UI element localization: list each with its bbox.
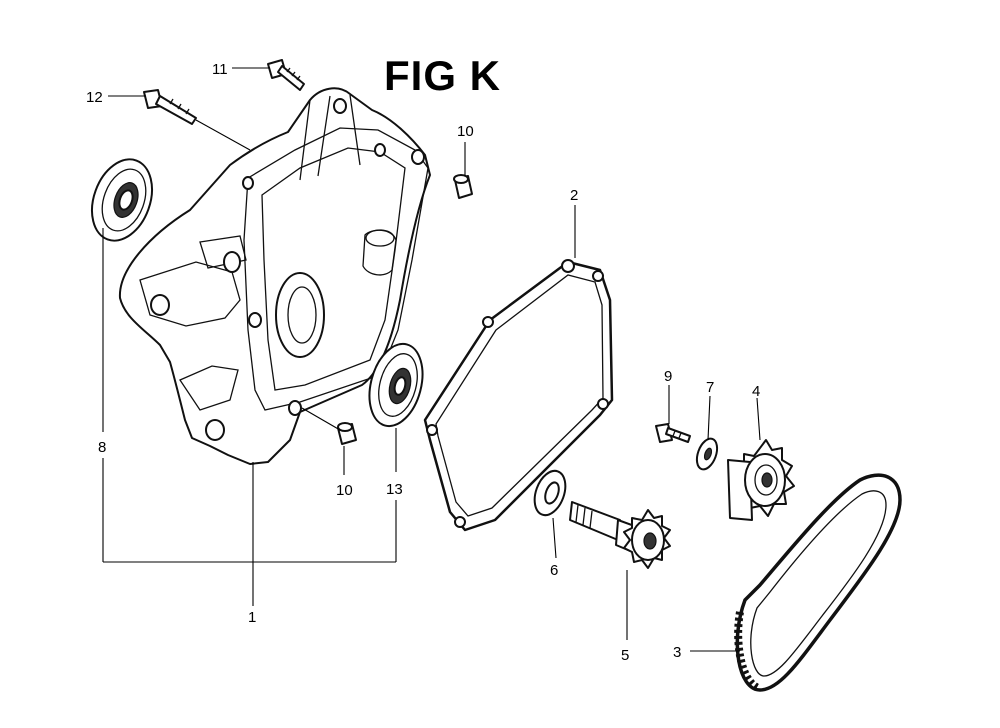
chain-3 <box>734 473 902 692</box>
dowel-pin-10-top <box>453 174 473 199</box>
washer-6 <box>533 469 567 517</box>
callout-9: 9 <box>664 368 672 385</box>
bolt-12 <box>143 89 197 125</box>
callout-labels: 1 2 3 4 5 6 7 8 9 10 10 11 12 13 <box>86 61 760 664</box>
figure-title: FIG K <box>384 52 501 99</box>
callout-10-bottom: 10 <box>336 482 353 499</box>
callout-10-top: 10 <box>457 123 474 140</box>
callout-3: 3 <box>673 644 681 661</box>
callout-4: 4 <box>752 383 760 400</box>
sprocket-4 <box>727 439 795 521</box>
callout-5: 5 <box>621 647 629 664</box>
gasket-2 <box>423 259 614 532</box>
callout-13: 13 <box>386 481 403 498</box>
bolt-11 <box>267 59 305 91</box>
bolt-9 <box>655 423 691 443</box>
dowel-pin-10-bottom <box>337 422 357 445</box>
oil-seal-8 <box>91 158 153 242</box>
callout-2: 2 <box>570 187 578 204</box>
crankcase-cover <box>118 87 431 465</box>
sprocket-shaft-5 <box>569 501 671 569</box>
callout-8: 8 <box>98 439 106 456</box>
bearing-13 <box>368 342 424 428</box>
callout-11: 11 <box>212 61 228 78</box>
callout-7: 7 <box>706 379 714 396</box>
leader-lines <box>102 67 761 652</box>
callout-6: 6 <box>550 562 558 579</box>
callout-12: 12 <box>86 89 103 106</box>
washer-7 <box>695 437 719 471</box>
callout-1: 1 <box>248 609 256 626</box>
